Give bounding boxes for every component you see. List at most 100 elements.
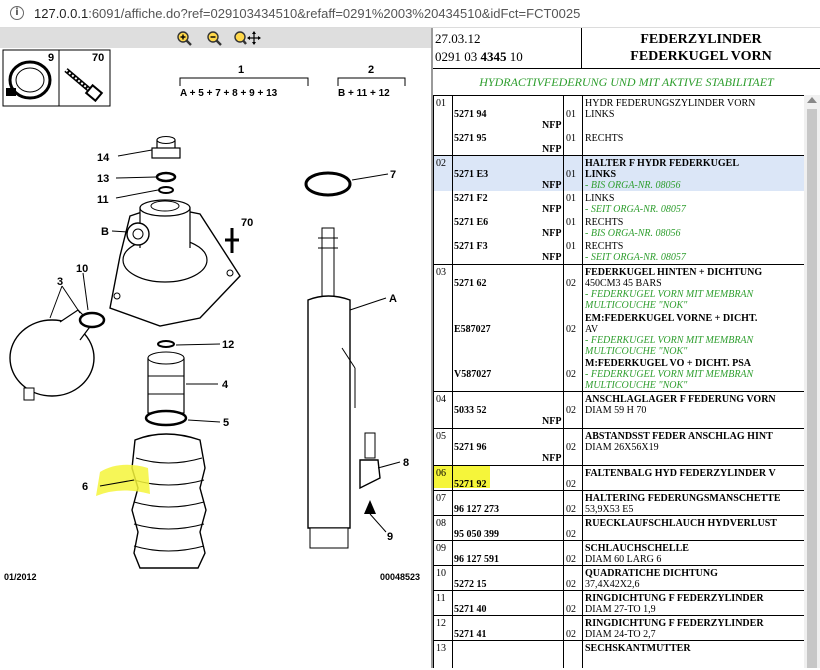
seal-part-12 [157,340,175,348]
parts-scrollbar[interactable] [804,95,820,668]
nfp-flag: NFP [542,228,562,239]
part-number[interactable]: 5271 92 [454,479,487,490]
part-number[interactable]: E587027 [454,324,491,335]
support-bracket-B [109,199,241,327]
part-number[interactable]: 5272 15 [454,579,487,590]
page-title-line-1: FEDERZYLINDER [640,32,762,47]
part-note: - SEIT ORGA-NR. 08057 [585,252,686,263]
part-description: RINGDICHTUNG F FEDERZYLINDER [585,593,764,604]
part-description: DIAM 26X56X19 [585,442,659,453]
part-quantity: 02 [566,629,576,640]
arrow-part-9 [364,500,376,514]
part-number[interactable]: 95 050 399 [454,529,499,540]
browser-address-bar[interactable]: i 127.0.0.1:6091/affiche.do?ref=02910343… [0,0,820,28]
table-row-group-11: 11 RINGDICHTUNG F FEDERZYLINDER 5271 40 … [434,591,804,616]
spacer-part-5 [144,409,188,427]
group-number: 08 [436,518,446,529]
group-number: 10 [436,568,446,579]
part-description: EM:FEDERKUGEL VORNE + DICHT. [585,313,758,324]
table-row-group-09: 09 SCHLAUCHSCHELLE 96 127 591 02 DIAM 60… [434,541,804,566]
bellows-part-6 [131,433,207,569]
url-text[interactable]: 127.0.0.1:6091/affiche.do?ref=0291034345… [34,6,580,21]
group-2-bracket: 2 B + 11 + 12 [337,64,406,99]
page-subtitle: HYDRACTIVFEDERUNG UND MIT AKTIVE STABILI… [479,75,774,89]
header-date: 27.03.12 [435,31,481,46]
callout-12: 12 [222,339,234,351]
part-description: DIAM 27-TO 1,9 [585,604,656,615]
part-description: ABSTANDSST FEDER ANSCHLAG HINT [585,431,773,442]
part-description: LINKS [585,169,617,180]
parts-table: 01 HYDR FEDERUNGSZYLINDER VORN 5271 94 0… [433,95,805,668]
nfp-flag: NFP [542,120,562,131]
part-quantity: 02 [566,278,576,289]
seal-part-11 [158,186,174,194]
part-note: - BIS ORGA-NR. 08056 [585,180,681,191]
part-quantity: 02 [566,442,576,453]
part-number[interactable]: 5271 F2 [454,193,488,204]
part-number[interactable]: 5271 96 [454,442,487,453]
zoom-toolbar [0,28,431,48]
group-1-bracket: 1 A + 5 + 7 + 8 + 9 + 13 [179,64,309,99]
callout-10: 10 [76,263,88,275]
group-2-number: 2 [368,64,374,76]
table-row-group-04: 04 ANSCHLAGLAGER F FEDERUNG VORN 5033 52… [434,392,804,429]
callout-70: 70 [241,217,253,229]
part-quantity: 01 [566,109,576,120]
zoom-pan-icon[interactable] [233,30,261,46]
scrollbar-thumb[interactable] [807,109,817,668]
fitting-part-8 [359,432,381,490]
group-number: 11 [436,593,446,604]
url-path: :6091/affiche.do?ref=029103434510&refaff… [88,6,581,21]
part-number[interactable]: 5271 E6 [454,217,489,228]
part-quantity: 02 [566,504,576,515]
scroll-up-icon[interactable] [807,97,817,103]
part-number[interactable]: V587027 [454,369,492,380]
inset-box-9: 9 [2,49,60,107]
part-number[interactable]: 5271 40 [454,604,487,615]
part-description: ANSCHLAGLAGER F FEDERUNG VORN [585,394,776,405]
nfp-flag: NFP [542,204,562,215]
part-number[interactable]: 96 127 591 [454,554,499,565]
part-description: DIAM 59 H 70 [585,405,647,416]
part-number[interactable]: 5271 62 [454,278,487,289]
part-note: - FEDERKUGEL VORN MIT MEMBRAN [585,289,754,300]
selected-row-highlight [434,156,804,191]
part-number[interactable]: 5033 52 [454,405,487,416]
zoom-out-icon[interactable] [206,30,224,46]
part-number[interactable]: 5271 41 [454,629,487,640]
part-number[interactable]: 5271 95 [454,133,487,144]
highlight-marker [96,464,150,496]
part-quantity: 01 [566,217,576,228]
group-1-number: 1 [238,64,244,76]
part-quantity: 02 [566,529,576,540]
part-description: 450CM3 45 BARS [585,278,662,289]
part-description: RECHTS [585,217,624,228]
page-title-line-2: FEDERKUGEL VORN [630,49,772,64]
nfp-flag: NFP [542,180,562,191]
part-number[interactable]: 5271 94 [454,109,487,120]
strut-part-A [307,227,356,549]
part-number[interactable]: 5271 F3 [454,241,488,252]
table-row-group-10: 10 QUADRATICHE DICHTUNG 5272 15 02 37,4X… [434,566,804,591]
part-number[interactable]: 5271 E3 [454,169,489,180]
part-number[interactable]: 96 127 273 [454,504,499,515]
callout-4: 4 [222,379,229,391]
table-row-group-13: 13 SECHSKANTMUTTER [434,641,804,668]
diagram-drawing-number: 00048523 [380,572,420,582]
callout-9: 9 [387,531,393,543]
zoom-in-icon[interactable] [176,30,194,46]
info-icon[interactable]: i [10,6,24,20]
seal-part-10 [78,311,106,329]
part-quantity: 01 [566,169,576,180]
callout-7: 7 [390,169,396,181]
group-number: 12 [436,618,446,629]
part-quantity: 01 [566,133,576,144]
part-note: - FEDERKUGEL VORN MIT MEMBRAN [585,335,754,346]
nfp-flag: NFP [542,252,562,263]
callout-13: 13 [97,173,109,185]
callout-11: 11 [97,194,109,206]
diagram-date-code: 01/2012 [4,572,37,582]
yellow-highlight [434,466,490,488]
header-reference: 0291 03 4345 10 [435,49,523,65]
panel-divider[interactable] [431,28,433,668]
